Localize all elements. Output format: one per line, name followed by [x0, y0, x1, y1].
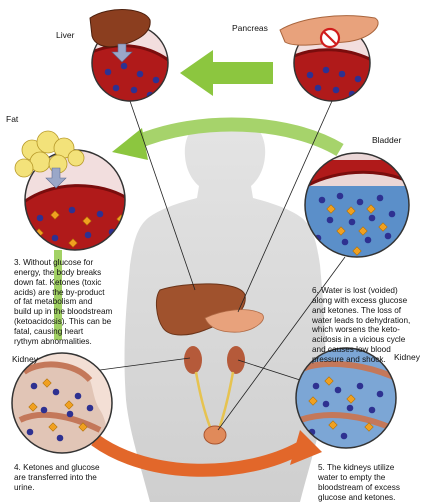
orange-arrowhead: [290, 430, 322, 465]
pancreas-label: Pancreas: [232, 23, 268, 33]
body-kidney-left: [184, 346, 202, 374]
kidney-left-inset: [11, 352, 113, 454]
green-arrow-pancreas-to-liver: [180, 50, 273, 96]
liver-organ-icon: [89, 9, 151, 48]
fat-label: Fat: [6, 114, 19, 124]
bladder-inset: [304, 152, 410, 258]
fat-organ-icon: [14, 130, 85, 178]
body-kidney-right: [227, 346, 245, 374]
step-3-text: 3. Without glucose for energy, the body …: [14, 258, 113, 346]
body-bladder: [203, 425, 227, 445]
orange-arc-kidney-to-kidney: [91, 434, 304, 477]
body-pancreas: [204, 309, 264, 333]
kidney-right-label: Kidney: [394, 352, 420, 362]
step-6-text: 6. Water is lost (voided) along with exc…: [312, 286, 411, 364]
step-5-text: 5. The kidneys utilize water to empty th…: [318, 463, 400, 502]
kidney-right-inset: [295, 347, 397, 449]
leader-lines: [99, 100, 346, 431]
pancreas-inset: [279, 15, 379, 102]
liver-label: Liver: [56, 30, 75, 40]
liver-inset: [89, 9, 169, 102]
bladder-label: Bladder: [372, 135, 402, 145]
fat-inset: [14, 130, 126, 251]
kidney-left-label: Kidney: [12, 354, 38, 364]
green-arrowhead-fat: [112, 128, 148, 160]
step-4-text: 4. Ketones and glucose are transferred i…: [14, 463, 100, 492]
green-arc-bladder-to-fat: [132, 117, 344, 157]
